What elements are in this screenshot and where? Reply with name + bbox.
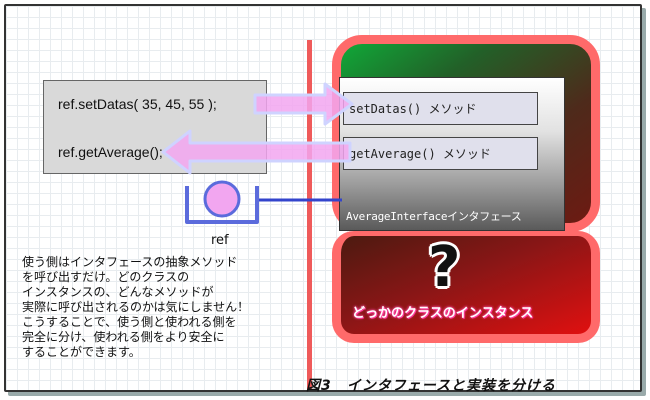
description-text: 使う側はインタフェースの抽象メソッド を呼び出すだけ。どのクラスの インスタンス… [22,255,250,359]
figure-caption: 図3 インタフェースと実装を分ける [306,378,557,394]
get-average-arrow [161,129,352,175]
instance-shape-bottom [332,231,600,343]
get-average-call: ref.getAverage(); [58,144,163,160]
unknown-class-question-mark: ? [428,235,461,300]
set-datas-call: ref.setDatas( 35, 45, 55 ); [58,96,217,112]
reference-label: ref [211,233,229,248]
method-set-datas: setDatas() メソッド [343,92,538,125]
divider-line [307,40,312,390]
reference-circle-icon [203,180,241,218]
method-get-average: getAverage() メソッド [343,137,538,170]
interface-box: setDatas() メソッド getAverage() メソッド Averag… [339,77,565,231]
set-datas-arrow [253,82,354,126]
instance-label: どっかのクラスのインスタンス [352,306,534,321]
interface-label: AverageInterfaceインタフェース [346,210,522,223]
reference-holder [185,186,259,224]
